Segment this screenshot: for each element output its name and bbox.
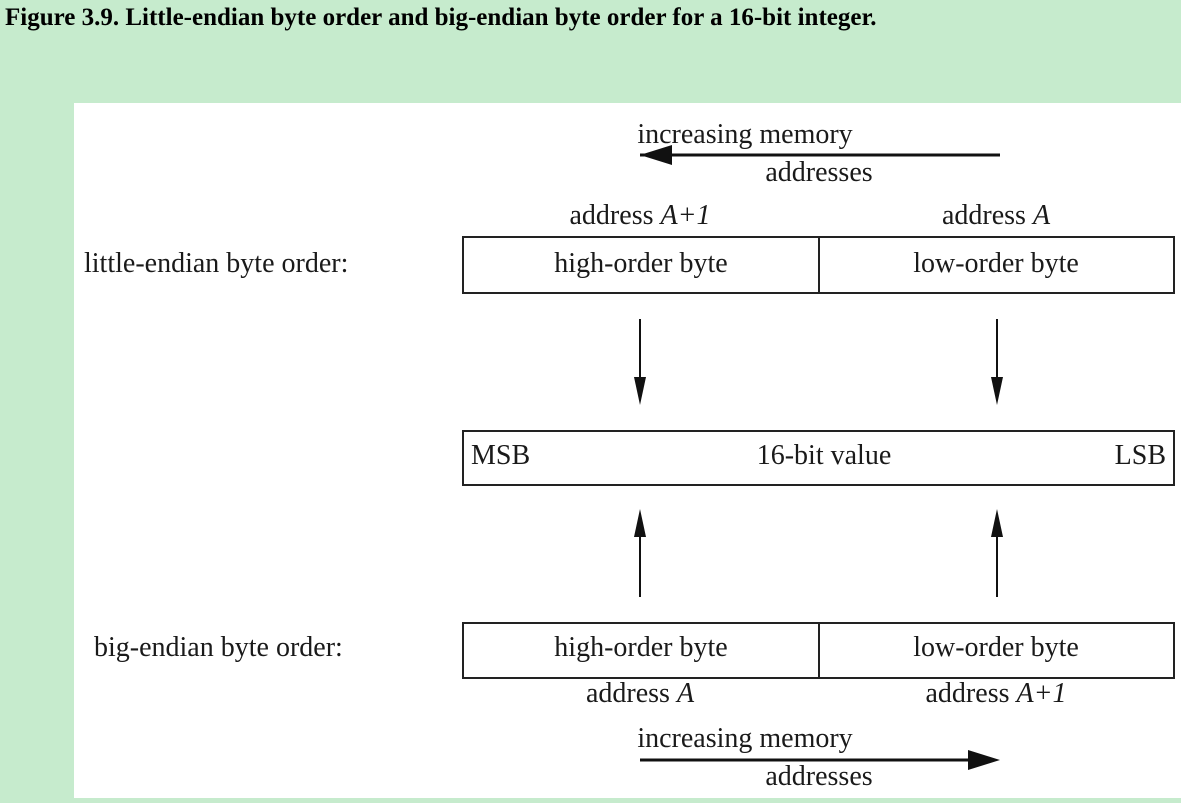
big-endian-label: big-endian byte order: <box>94 632 343 663</box>
down-arrowhead-left <box>634 377 646 405</box>
big-endian-right-address: address A+1 <box>925 678 1067 709</box>
endianness-diagram: increasing memory addresses address A+1 … <box>74 103 1181 798</box>
little-endian-label: little-endian byte order: <box>84 248 349 279</box>
little-endian-left-address: address A+1 <box>569 200 711 231</box>
lsb-label: LSB <box>1114 440 1166 471</box>
big-endian-low-byte: low-order byte <box>913 632 1079 663</box>
little-endian-low-byte: low-order byte <box>913 248 1079 279</box>
up-arrowhead-left <box>634 509 646 537</box>
top-direction-arrowhead <box>640 145 672 165</box>
bottom-direction-arrowhead <box>968 750 1000 770</box>
top-direction-line1: increasing memory <box>637 119 853 150</box>
little-endian-high-byte: high-order byte <box>554 248 728 279</box>
down-arrowhead-right <box>991 377 1003 405</box>
sixteen-bit-value-label: 16-bit value <box>756 440 892 471</box>
little-endian-right-address: address A <box>941 200 1051 231</box>
figure-caption: Figure 3.9. Little-endian byte order and… <box>5 4 877 31</box>
big-endian-high-byte: high-order byte <box>554 632 728 663</box>
up-arrowhead-right <box>991 509 1003 537</box>
diagram-lines <box>462 145 1175 770</box>
msb-label: MSB <box>471 440 531 471</box>
top-direction-line2: addresses <box>765 157 873 188</box>
bottom-direction-line1: increasing memory <box>637 723 853 754</box>
big-endian-left-address: address A <box>585 678 695 709</box>
value-box <box>462 430 1175 486</box>
bottom-direction-line2: addresses <box>765 761 873 792</box>
